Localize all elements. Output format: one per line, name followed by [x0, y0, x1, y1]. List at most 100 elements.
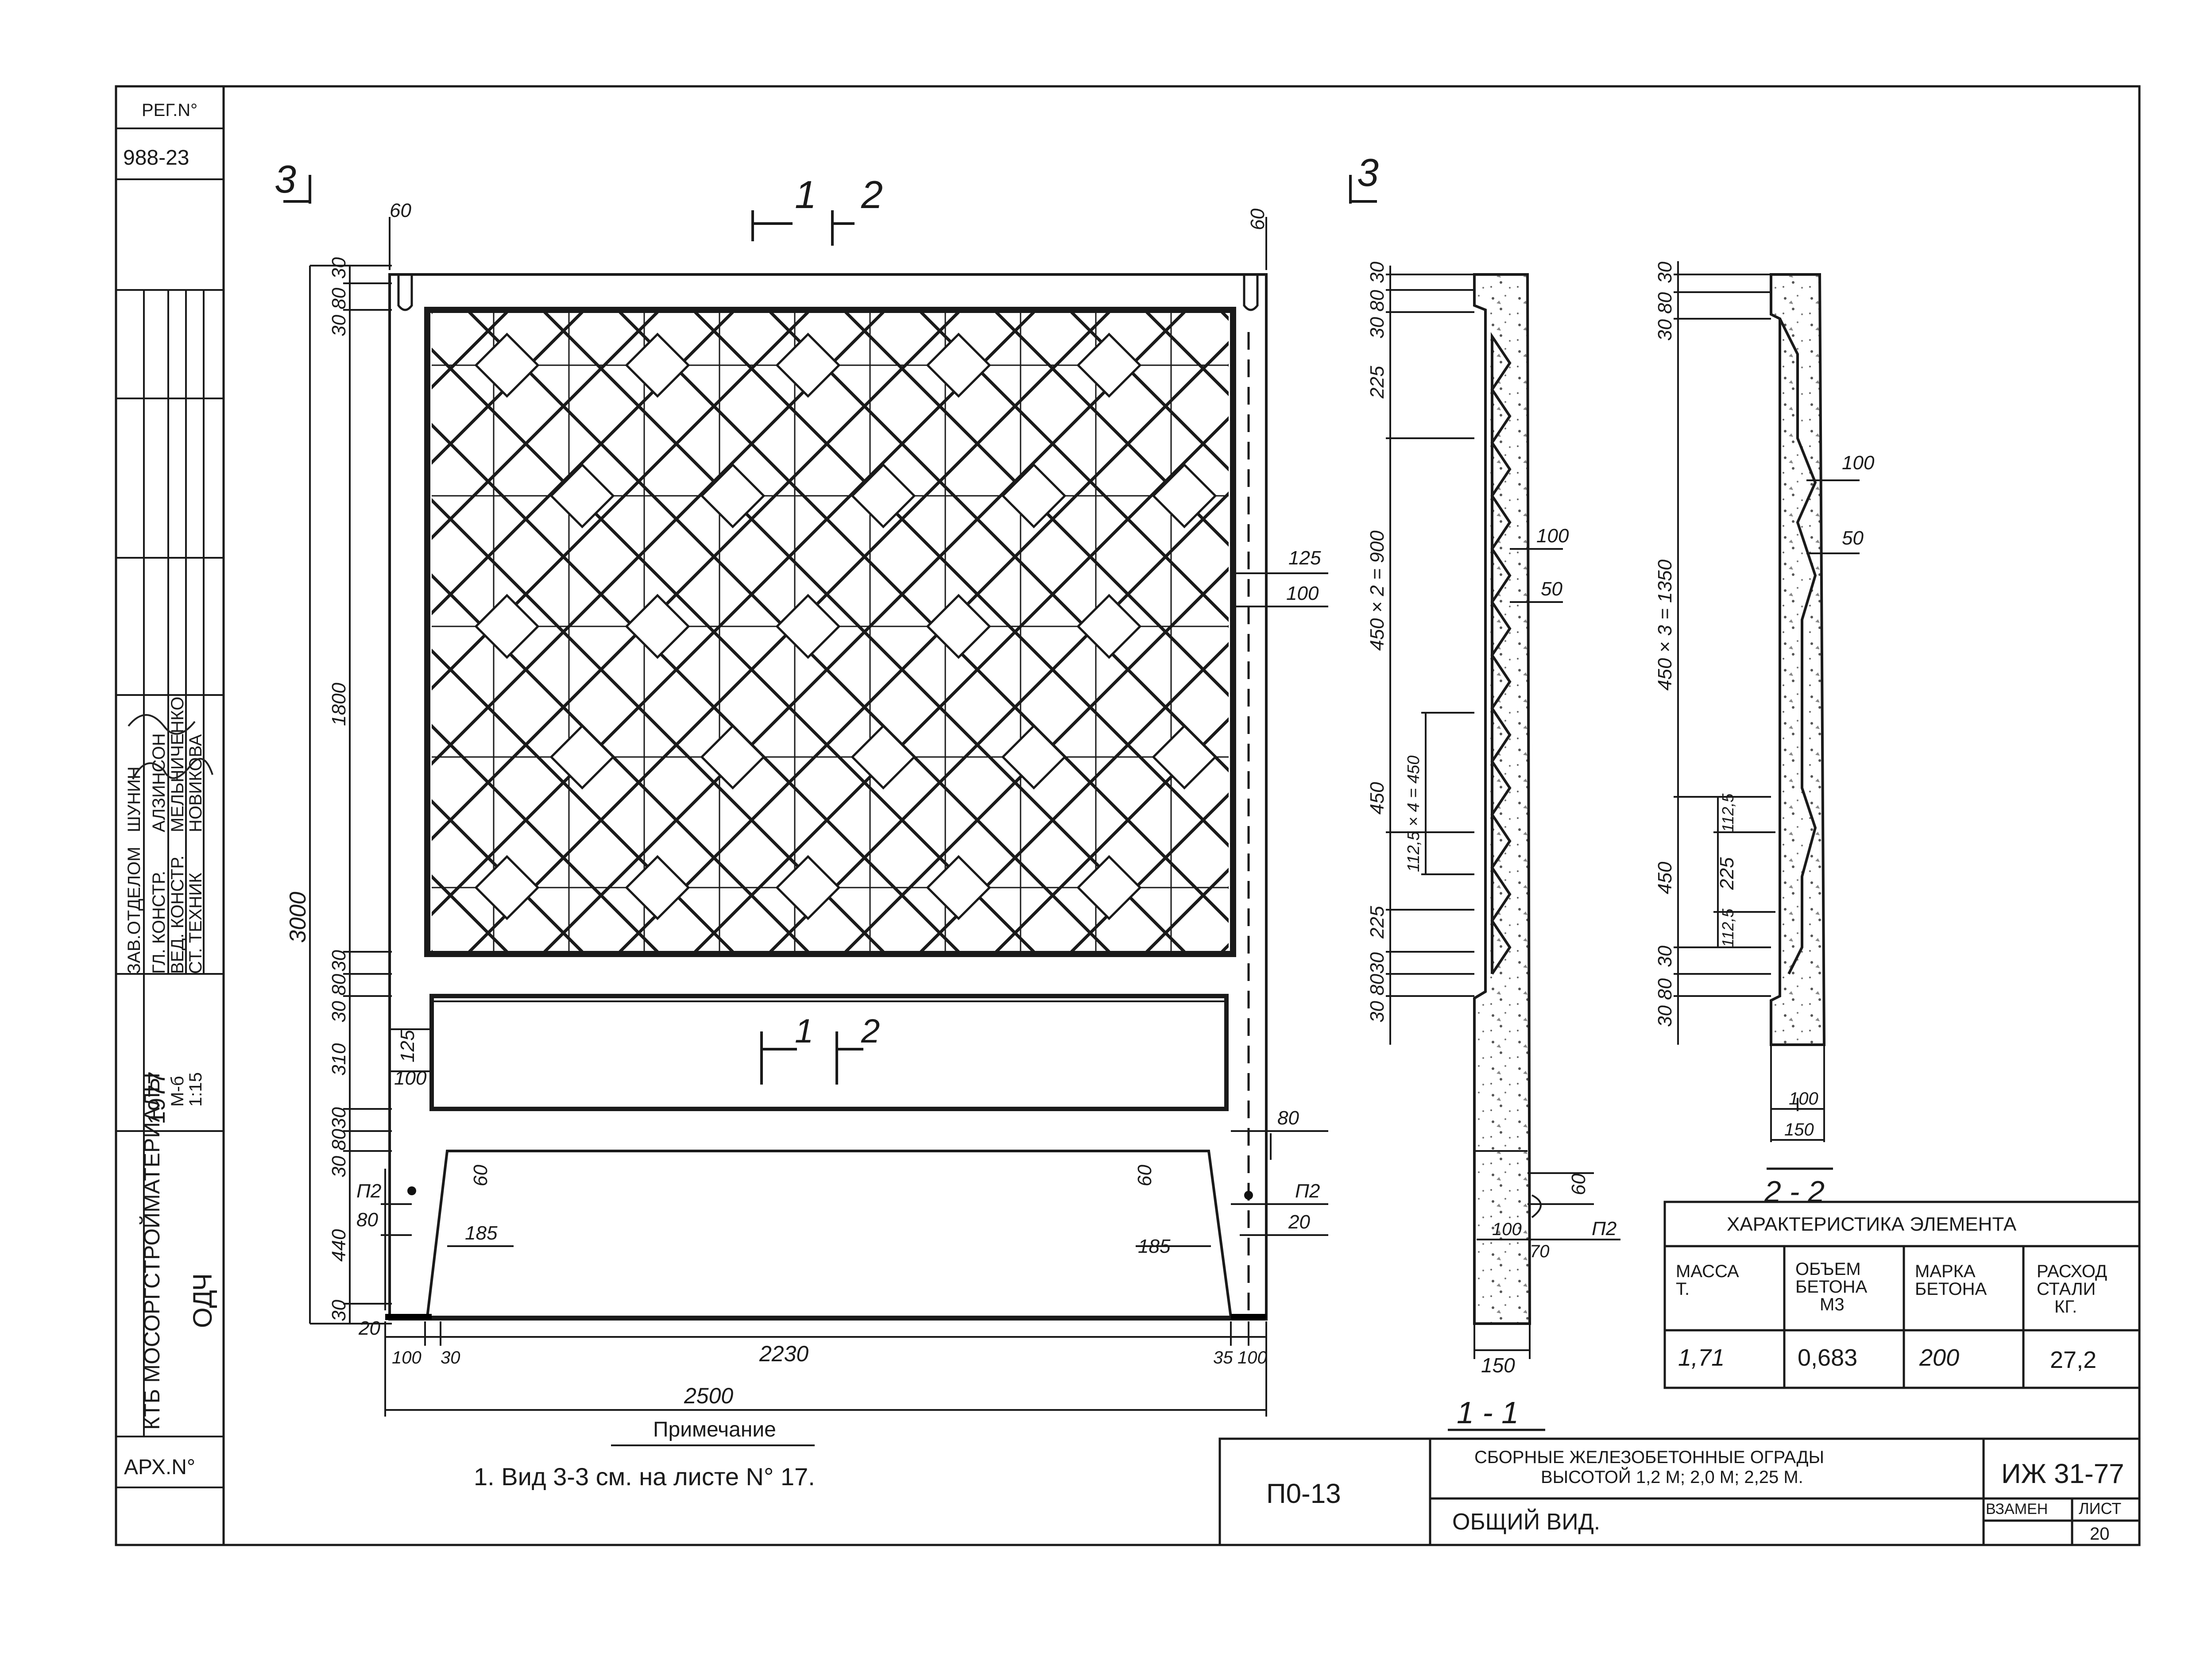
sec11-v450: 450 [1366, 782, 1388, 815]
sec22-d100b: 100 [1789, 1089, 1818, 1108]
table-header-steel-2: СТАЛИ [2037, 1279, 2096, 1299]
lattice-rib [1297, 312, 1937, 952]
sec22-d150: 150 [1784, 1120, 1814, 1139]
sec11-v30b: 30 [1366, 952, 1388, 974]
lattice-rib [920, 642, 1229, 952]
sec11-d60: 60 [1568, 1174, 1589, 1195]
sec11-v1125: 112,5 × 4 = 450 [1404, 756, 1423, 872]
section-1-1-label: 1 - 1 [1457, 1395, 1519, 1430]
lattice-rib [1523, 312, 2163, 952]
characteristics-table [1663, 1201, 2141, 1389]
sec11-v225: 225 [1366, 366, 1388, 399]
stamp-name-2: АЛЗИНСОН [149, 733, 169, 832]
lattice-opening [1304, 465, 1366, 527]
lattice-rib [432, 312, 508, 390]
lattice-rib [1145, 312, 1229, 396]
stamp-name-4: НОВИКОВА [186, 734, 205, 832]
lattice-opening [474, 332, 540, 398]
table-header-volume-1: ОБЪЕМ [1795, 1259, 1861, 1279]
lattice-opening [625, 855, 690, 920]
fence-panel-outline [388, 273, 1268, 1321]
lattice-rib [432, 874, 508, 952]
dim-v-30-mid: 30 [328, 950, 350, 972]
sec11-v3080: 30 80 [1366, 290, 1388, 339]
sec22-d50: 50 [1842, 527, 1864, 549]
table-header-volume-3: М3 [1820, 1295, 1845, 1314]
lattice-opening [1152, 463, 1217, 529]
stamp-role-2: ГЛ. КОНСТР. [149, 871, 169, 974]
lattice-rib [1373, 312, 2012, 952]
dim-2230: 2230 [759, 1341, 808, 1366]
lattice-rib [844, 567, 1229, 952]
stamp-organization: КТБ МОСОРГСТРОЙМАТЕРИАЛЫ [139, 1073, 164, 1430]
section-1-1 [1386, 266, 1620, 1431]
lattice-opening [1227, 886, 1229, 889]
table-value-grade: 200 [1919, 1344, 1959, 1371]
lattice-rib [1674, 312, 2212, 952]
section-1-lower: 1 [795, 1012, 813, 1050]
sec11-v3080b: 30 80 [1366, 973, 1388, 1023]
lattice-opening [474, 855, 540, 920]
middle-solid-panel [429, 994, 1229, 1111]
section-3-right: 3 [1357, 151, 1379, 194]
dim-v-3000: 3000 [285, 892, 311, 943]
sec11-d70: 70 [1530, 1242, 1550, 1261]
dim-v-440: 440 [328, 1229, 350, 1262]
lattice-rib [432, 312, 659, 540]
lattice-rib [1523, 312, 2163, 952]
lattice-rib [432, 312, 885, 766]
lattice-rib [1674, 312, 2212, 952]
lifting-loop-right [1243, 274, 1259, 311]
sec11-v30: 30 [1366, 262, 1388, 283]
lattice-opening [1001, 463, 1067, 529]
lattice-rib [1824, 312, 2212, 952]
stamp-department: ОДЧ [188, 1273, 217, 1328]
lattice-opening [1001, 724, 1067, 790]
lattice-rib [1070, 312, 1229, 471]
lattice-opening [1152, 724, 1217, 790]
left-stamp [116, 127, 224, 1488]
lattice-rib [920, 312, 1229, 622]
lattice-opening [549, 724, 615, 790]
lattice-rib [1221, 312, 1229, 321]
lattice-opening [775, 594, 841, 659]
lattice-rib [543, 312, 1186, 952]
sec22-v1125a: 112,5 [1719, 793, 1737, 832]
dim-v-3080: 30 80 [328, 287, 350, 336]
lattice-rib [1448, 312, 2088, 952]
dim-80-right: 80 [1277, 1107, 1299, 1129]
dim-35-bottom: 35 [1213, 1348, 1233, 1367]
lattice-rib [432, 312, 1035, 916]
lattice-opening [926, 594, 991, 659]
lattice-opening [700, 724, 766, 790]
title-sheet-number: 20 [2090, 1524, 2110, 1544]
sec22-d100: 100 [1842, 452, 1875, 474]
archive-label: АРХ.N° [124, 1456, 195, 1479]
title-line-1: СБОРНЫЕ ЖЕЛЕЗОБЕТОННЫЕ ОГРАДЫ [1474, 1448, 1824, 1467]
lattice-rib [1070, 792, 1229, 952]
decorative-panel-frame [424, 307, 1236, 957]
table-header-grade-1: МАРКА [1915, 1262, 1976, 1281]
title-sheet-label: ЛИСТ [2079, 1499, 2121, 1518]
table-value-volume: 0,683 [1798, 1344, 1857, 1371]
dim-100-bottom-right: 100 [1237, 1348, 1267, 1367]
lattice-rib [432, 799, 584, 952]
lattice-opening [1227, 363, 1229, 367]
title-line-2: ВЫСОТОЙ 1,2 М; 2,0 М; 2,25 М. [1541, 1467, 1803, 1487]
label-p2-right: П2 [1295, 1180, 1320, 1202]
label-p2-left: П2 [356, 1180, 381, 1202]
reg-number: 988-23 [123, 146, 189, 170]
dim-80-left: 80 [356, 1209, 378, 1231]
sec11-v900: 450 × 2 = 900 [1366, 530, 1388, 651]
lattice-opening [1227, 625, 1229, 628]
embed-part-left [407, 1186, 416, 1195]
dim-125-right: 125 [1288, 547, 1321, 569]
table-header-grade-2: БЕТОНА [1915, 1279, 1987, 1299]
table-header-volume-2: БЕТОНА [1795, 1277, 1868, 1297]
dim-185-left: 185 [465, 1222, 498, 1244]
dim-20-right: 20 [1288, 1211, 1310, 1233]
dim-v-30-top: 30 [328, 257, 350, 279]
sheet-frame [115, 85, 2141, 1546]
section-1-top: 1 [795, 173, 816, 216]
dim-100-bottom-left: 100 [392, 1348, 422, 1367]
